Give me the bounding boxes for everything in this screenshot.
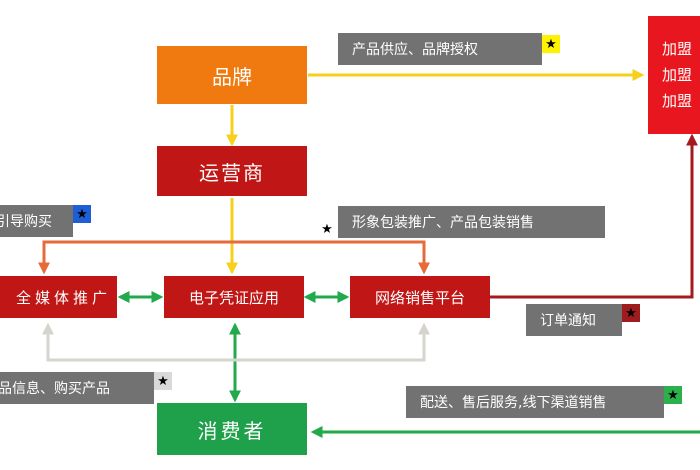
order-label: 订单通知 <box>540 313 596 329</box>
info-label-box: 品信息、购买产品 <box>0 372 154 404</box>
online-label: 网络销售平台 <box>374 288 465 307</box>
star-icon: ★ <box>542 35 560 53</box>
guide-label-box: 引导购买 <box>0 205 73 237</box>
franchise-label-3: 加盟 <box>662 92 693 110</box>
online-node: 网络销售平台 <box>350 276 490 318</box>
star-icon: ★ <box>154 372 172 390</box>
brand-label: 品牌 <box>212 64 252 89</box>
supply-label: 产品供应、品牌授权 <box>352 42 478 58</box>
star-icon: ★ <box>321 221 333 237</box>
star-icon: ★ <box>73 205 91 223</box>
delivery-label: 配送、售后服务,线下渠道销售 <box>420 395 607 411</box>
info-label: 品信息、购买产品 <box>0 381 110 397</box>
consumer-label: 消费者 <box>197 418 267 443</box>
franchise-label-2: 加盟 <box>662 66 693 84</box>
star-icon: ★ <box>622 304 640 322</box>
arrow-operator-to-media <box>38 240 232 275</box>
evoucher-label: 电子凭证应用 <box>188 288 279 307</box>
franchise-node: 加盟 加盟 加盟 <box>648 16 700 134</box>
guide-label: 引导购买 <box>0 214 52 230</box>
evoucher-node: 电子凭证应用 <box>164 276 304 318</box>
arrow-online-to-franchise <box>490 133 698 299</box>
arrow-operator-to-online <box>232 240 430 275</box>
operator-node: 运营商 <box>157 146 307 196</box>
order-label-box: 订单通知 <box>526 304 622 336</box>
operator-label: 运营商 <box>199 160 265 185</box>
consumer-node: 消费者 <box>157 403 307 455</box>
arrow-consumer-to-media <box>42 322 232 362</box>
image-label-box: 形象包装推广、产品包装销售 <box>338 206 605 238</box>
media-label: 全媒体推广 <box>15 288 111 307</box>
franchise-label-1: 加盟 <box>662 40 693 58</box>
media-node: 全媒体推广 <box>0 276 117 318</box>
brand-node: 品牌 <box>157 46 307 104</box>
star-icon: ★ <box>664 386 682 404</box>
arrow-consumer-to-online <box>232 322 430 362</box>
delivery-label-box: 配送、售后服务,线下渠道销售 <box>406 386 664 418</box>
image-label: 形象包装推广、产品包装销售 <box>352 215 534 231</box>
supply-label-box: 产品供应、品牌授权 <box>338 33 542 65</box>
